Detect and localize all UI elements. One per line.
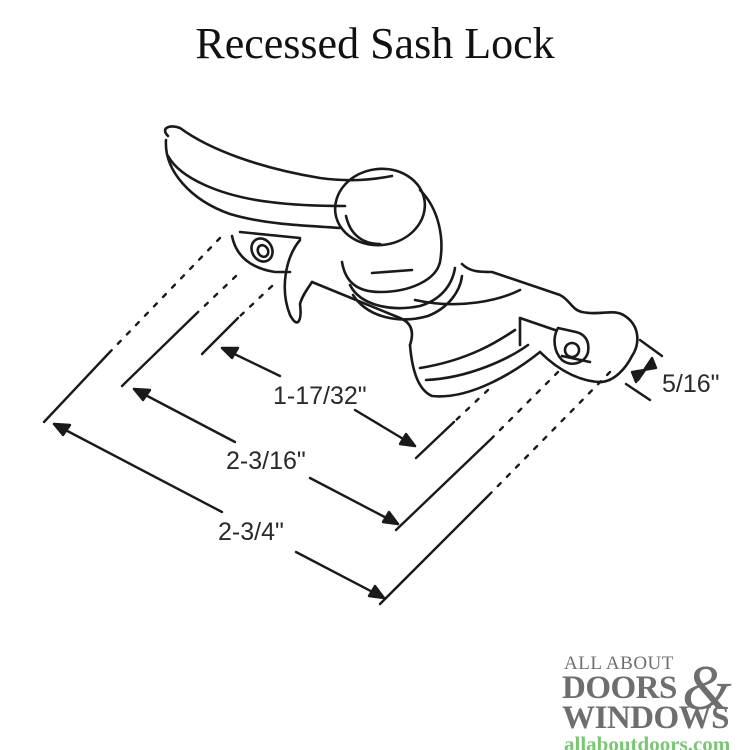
left-screw-ear [230,230,302,274]
logo-ampersand: & [682,652,732,723]
dim-label-middle: 2-3/16" [226,447,306,475]
dim-label-inner: 1-17/32" [273,382,367,410]
dim-label-height: 5/16" [662,370,720,398]
logo-line-doors: DOORS [562,670,677,706]
logo-line-all-about: ALL ABOUT [564,653,674,674]
lever-handle [163,125,464,321]
lock-base [283,238,639,398]
logo-line-windows: WINDOWS [562,700,730,736]
brand-logo: ALL ABOUT DOORS WINDOWS allaboutdoors.co… [562,654,747,750]
dimension-lines [42,236,664,606]
dim-label-outer: 2-3/4" [218,518,284,546]
logo-url: allaboutdoors.com [564,732,731,750]
product-title: Recessed Sash Lock [195,19,555,68]
